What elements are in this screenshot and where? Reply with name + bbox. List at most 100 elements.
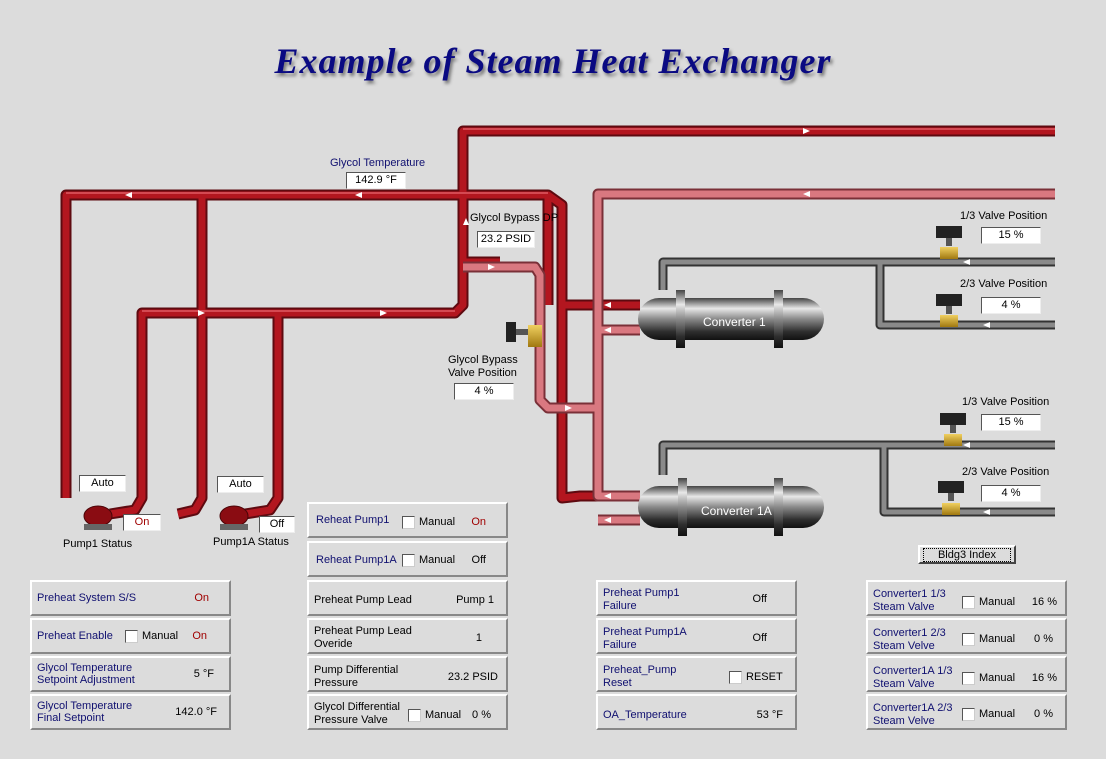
panel-label: Preheat Pump1 [603, 587, 680, 599]
preheat-enable-value[interactable]: On [192, 630, 207, 642]
glycol-diff-valve-manual-checkbox[interactable] [408, 709, 421, 722]
panel-label: Converter1 2/3 [873, 627, 946, 639]
panel-label-2: Steam Velve [873, 640, 935, 652]
c1-valve13-label: 1/3 Valve Position [960, 210, 1048, 222]
bldg3-index-button[interactable]: Bldg3 Index [918, 545, 1016, 564]
c1-valve13-value: 15 % [981, 227, 1041, 244]
glycol-diff-valve-value[interactable]: 0 % [472, 709, 491, 721]
panel-reheat-pump1: Reheat Pump1 Manual On [307, 502, 508, 538]
converter-1-tank [638, 290, 824, 348]
reheat-pump1a-manual-checkbox[interactable] [402, 554, 415, 567]
converter1a-23-value[interactable]: 0 % [1034, 708, 1053, 720]
c1a-valve23-value: 4 % [981, 485, 1041, 502]
panel-preheat-enable: Preheat Enable Manual On [30, 618, 231, 654]
panel-label-2: Steam Valve [873, 678, 935, 690]
manual-label: Manual [979, 672, 1016, 684]
valve-icon [940, 413, 966, 446]
panel-preheat-pump-lead-override: Preheat Pump Lead Overide 1 [307, 618, 508, 654]
panel-label: Preheat Pump1A [603, 626, 687, 638]
panel-preheat-pump1-failure: Preheat Pump1 Failure Off [596, 580, 797, 616]
c1-valve23-value: 4 % [981, 297, 1041, 314]
panel-converter1-13-steam-valve: Converter1 1/3 Steam Valve Manual 16 % [866, 580, 1067, 616]
c1-valve23-label: 2/3 Valve Position [960, 278, 1048, 290]
manual-label: Manual [979, 596, 1016, 608]
preheat-system-value[interactable]: On [194, 592, 209, 604]
reheat-pump1-value[interactable]: On [471, 516, 486, 528]
panel-label: Glycol Temperature [37, 662, 133, 674]
pump1-status-label: Pump1 Status [63, 538, 133, 550]
manual-label: Manual [419, 554, 456, 566]
panel-converter1-23-steam-valve: Converter1 2/3 Steam Velve Manual 0 % [866, 618, 1067, 654]
converter1-23-manual-checkbox[interactable] [962, 633, 975, 646]
bypass-dp-label: Glycol Bypass DP [470, 212, 559, 224]
preheat-pump-lead-override-value[interactable]: 1 [475, 632, 482, 644]
pump1-state: On [123, 514, 161, 531]
bypass-valve-icon [506, 322, 542, 347]
glycol-temp-value: 142.9 °F [346, 172, 406, 189]
pump1a-status-label: Pump1A Status [213, 536, 289, 548]
panel-label: Glycol Differential [314, 701, 400, 713]
converter1a-23-manual-checkbox[interactable] [962, 708, 975, 721]
manual-label: Manual [419, 516, 456, 528]
pump-icon [219, 505, 249, 530]
converter1-13-value[interactable]: 16 % [1031, 596, 1057, 608]
panel-label: Preheat Pump Lead [314, 625, 412, 637]
preheat-pump-lead-value: Pump 1 [456, 594, 494, 606]
manual-label: Manual [142, 630, 179, 642]
valve-icon [936, 226, 962, 259]
panel-label-2: Overide [314, 638, 353, 650]
reset-label: RESET [746, 671, 783, 683]
panel-label: Preheat_Pump [603, 664, 677, 676]
converter-1a-label: Converter 1A [701, 504, 772, 518]
converter1-23-value[interactable]: 0 % [1034, 633, 1053, 645]
c1a-valve23-label: 2/3 Valve Position [962, 466, 1050, 478]
c1a-valve13-label: 1/3 Valve Position [962, 396, 1050, 408]
valve-icon [936, 294, 962, 327]
valve-icon [938, 481, 964, 515]
preheat-pump-reset-checkbox[interactable] [729, 671, 742, 684]
pump-differential-pressure-value: 23.2 PSID [447, 671, 498, 683]
panel-oa-temperature: OA_Temperature 53 °F [596, 694, 797, 730]
manual-label: Manual [425, 709, 462, 721]
manual-label: Manual [979, 708, 1016, 720]
panel-label: Converter1A 2/3 [873, 702, 953, 714]
panel-label-2: Setpoint Adjustment [37, 674, 135, 686]
panel-label: OA_Temperature [603, 709, 687, 721]
c1a-valve13-value: 15 % [981, 414, 1041, 431]
panel-label: Pump Differential [314, 664, 399, 676]
bypass-valve-label: Glycol Bypass [448, 354, 518, 366]
panel-converter1a-23-steam-valve: Converter1A 2/3 Steam Velve Manual 0 % [866, 694, 1067, 730]
panel-label: Preheat Enable [37, 630, 113, 642]
reheat-pump1a-value[interactable]: Off [471, 554, 486, 566]
panel-label-2: Final Setpoint [37, 712, 105, 724]
pump1a-mode: Auto [217, 476, 264, 493]
manual-label: Manual [979, 633, 1016, 645]
panel-label: Preheat Pump Lead [314, 594, 412, 606]
bypass-valve-value: 4 % [454, 383, 514, 400]
converter-1-label: Converter 1 [703, 315, 766, 329]
reheat-pump1-manual-checkbox[interactable] [402, 516, 415, 529]
panel-glycol-setpoint-adjust: Glycol Temperature Setpoint Adjustment 5… [30, 656, 231, 692]
flow-arrows [125, 128, 990, 523]
converter-1a-tank [638, 478, 824, 536]
panel-label: Preheat System S/S [37, 592, 137, 604]
converter1a-13-value[interactable]: 16 % [1031, 672, 1057, 684]
glycol-setpoint-adjust-value[interactable]: 5 °F [193, 668, 214, 680]
panel-label: Reheat Pump1 [316, 514, 390, 526]
preheat-pump1-failure-value: Off [752, 593, 767, 605]
panel-label-2: Reset [603, 677, 632, 689]
panel-label: Reheat Pump1A [316, 554, 397, 566]
panel-label-2: Failure [603, 639, 637, 651]
panel-preheat-system: Preheat System S/S On [30, 580, 231, 616]
converter1-13-manual-checkbox[interactable] [962, 596, 975, 609]
panel-label-2: Failure [603, 600, 637, 612]
panel-label-2: Steam Valve [873, 601, 935, 613]
page-title: Example of Steam Heat Exchanger [274, 41, 832, 81]
preheat-enable-manual-checkbox[interactable] [125, 630, 138, 643]
pump1a-state: Off [259, 516, 295, 533]
panel-pump-differential-pressure: Pump Differential Pressure 23.2 PSID [307, 656, 508, 692]
panel-label-2: Pressure [314, 677, 359, 689]
panel-converter1a-13-steam-valve: Converter1A 1/3 Steam Valve Manual 16 % [866, 656, 1067, 692]
converter1a-13-manual-checkbox[interactable] [962, 672, 975, 685]
